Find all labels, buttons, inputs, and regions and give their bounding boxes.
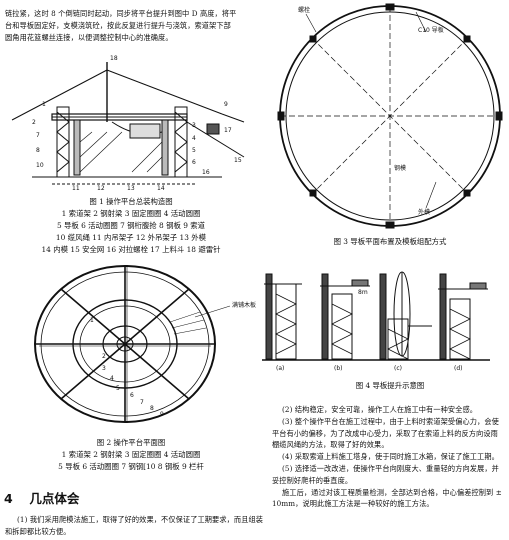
fig4-height-label: 8m xyxy=(358,289,368,296)
fig3-caption: 图 3 导板平面布置及模板组配方式 xyxy=(333,237,447,246)
fig2-num: 7 xyxy=(140,399,144,406)
fig1-num: 6 xyxy=(192,159,196,166)
right-paragraph: (5) 选择适一改改进，使操作平台向刚度大、重量轻的方向发展，并妥控制好爬杆的垂… xyxy=(272,463,499,485)
fig2-num: 3 xyxy=(102,365,106,372)
fig3-drawing: 螺栓 C10 导板 钢模 外模 xyxy=(277,3,503,229)
fig1-num: 16 xyxy=(202,169,210,176)
fig1-num: 10 xyxy=(36,162,44,169)
fig1-num: 17 xyxy=(224,127,232,134)
fig1-num: 5 xyxy=(192,147,196,154)
fig2-legend-line: 5 导板 6 活动圈圈 7 钢钢[10 8 钢板 9 栏杆 xyxy=(58,462,204,471)
fig1-num: 7 xyxy=(36,132,40,139)
fig1-legend-line: 5 导板 6 活动圈圈 7 钢桁腹抢 8 钢板 9 索道 xyxy=(56,221,206,230)
right-paragraph: 施工后，通过对该工程质量检测，全部达到合格，中心偏差控制到 ± 10mm，说明此… xyxy=(272,487,502,509)
fig1-legend: 1 索道架 2 钢射梁 3 固定圈圈 4 活动圆圈 5 导板 6 活动圈圈 7 … xyxy=(0,208,262,256)
fig3-label-inner: 外模 xyxy=(418,208,430,216)
fig1-num: 9 xyxy=(224,101,228,108)
fig3-label-channel: C10 导板 xyxy=(418,26,444,34)
fig2-caption: 图 2 操作平台平面图 xyxy=(96,438,166,447)
fig1-num: 4 xyxy=(192,135,196,142)
intro-paragraph: 链拉紧，这时 8 个倒链同时起动，同步将平台提升到图中 D 高度，将平 台和导板… xyxy=(5,8,267,43)
fig1-num: 1 xyxy=(42,101,46,108)
right-paragraphs: (2) 结构稳定，安全可靠，操作工人在施工中有一种安全感。 (3) 整个操作平台… xyxy=(272,404,502,510)
section-number: 4 xyxy=(4,491,13,506)
fig1-num: 8 xyxy=(36,147,40,154)
intro-line: 台和导板固定好，支模浇筑砼，按此反复进行提升与浇筑，索道架下部 xyxy=(5,20,231,30)
fig3-label-bolt: 螺栓 xyxy=(298,6,310,14)
fig1-num: 3 xyxy=(192,122,196,129)
fig2-num: 2 xyxy=(102,353,106,360)
fig1-drawing: 18 9 1 17 2 3 4 5 6 7 8 10 11 12 13 14 1… xyxy=(11,55,245,192)
fig4-sub-c: (c) xyxy=(394,365,402,372)
fig1-num: 15 xyxy=(234,157,242,164)
fig1-num: 11 xyxy=(72,185,80,192)
fig4-drawing: 8m (a) (b) (c) (d) xyxy=(262,271,490,372)
fig2-wood-label: 满铺木板 xyxy=(232,302,257,309)
left-paragraph: (1) 我们采用爬模法施工，取得了好的效果，不仅保证了工期要求，而且组装和拆卸都… xyxy=(5,515,264,536)
section-heading: 4 几点体会 xyxy=(4,488,79,507)
fig4-caption: 图 4 导板提升示意图 xyxy=(355,381,425,390)
fig2-num: 1 xyxy=(90,317,94,324)
fig1-legend-line: 1 索道架 2 钢射梁 3 固定圈圈 4 活动圆圈 xyxy=(61,209,201,218)
fig2-num: 5 xyxy=(116,385,120,392)
intro-line: 链拉紧，这时 8 个倒链同时起动，同步将平台提升到图中 D 高度，将平 xyxy=(5,9,237,18)
fig4-sub-b: (b) xyxy=(334,365,343,372)
fig1-legend-line: 10 缆风绳 11 内吊架子 12 外吊架子 13 外模 xyxy=(55,233,207,242)
fig2-num: 9 xyxy=(160,411,164,418)
fig2-legend-line: 1 索道架 2 钢射梁 3 固定圈圈 4 活动圆圈 xyxy=(61,450,201,459)
right-paragraph: (4) 采取索道上料施工塔身，使于同时施工水箱，保证了施工工期。 xyxy=(282,452,499,462)
fig4-sub-d: (d) xyxy=(454,365,463,372)
fig2-drawing: 1 2 3 4 5 6 7 8 9 xyxy=(34,265,231,423)
fig2-num: 6 xyxy=(130,392,134,399)
fig1-num: 12 xyxy=(97,185,105,192)
fig4-sub-a: (a) xyxy=(276,365,284,372)
right-paragraph: (3) 整个操作平台在施工过程中，由于上料时索道架受偏心力，会使平台有小的偏移，… xyxy=(272,416,499,450)
fig1-num: 18 xyxy=(110,55,118,62)
fig1-num: 2 xyxy=(32,119,36,126)
right-paragraph: (2) 结构稳定，安全可靠，操作工人在施工中有一种安全感。 xyxy=(282,405,478,414)
fig2-num: 8 xyxy=(150,405,154,412)
fig1-num: 13 xyxy=(127,185,135,192)
fig3-label-formwork: 钢模 xyxy=(394,164,406,172)
fig2-num: 4 xyxy=(110,375,114,382)
fig1-num: 14 xyxy=(157,185,165,192)
fig1-caption: 图 1 操作平台总装构造图 xyxy=(89,197,173,206)
fig2-legend: 1 索道架 2 钢射梁 3 固定圈圈 4 活动圆圈 5 导板 6 活动圈圈 7 … xyxy=(0,449,262,473)
section-title: 几点体会 xyxy=(29,491,80,506)
intro-line: 圆角用花篮螺丝连接，以便调整控制中心的准确度。 xyxy=(5,32,173,42)
fig1-legend-line: 14 内模 15 安全网 16 对拉螺栓 17 上料斗 18 避雷针 xyxy=(41,245,221,254)
